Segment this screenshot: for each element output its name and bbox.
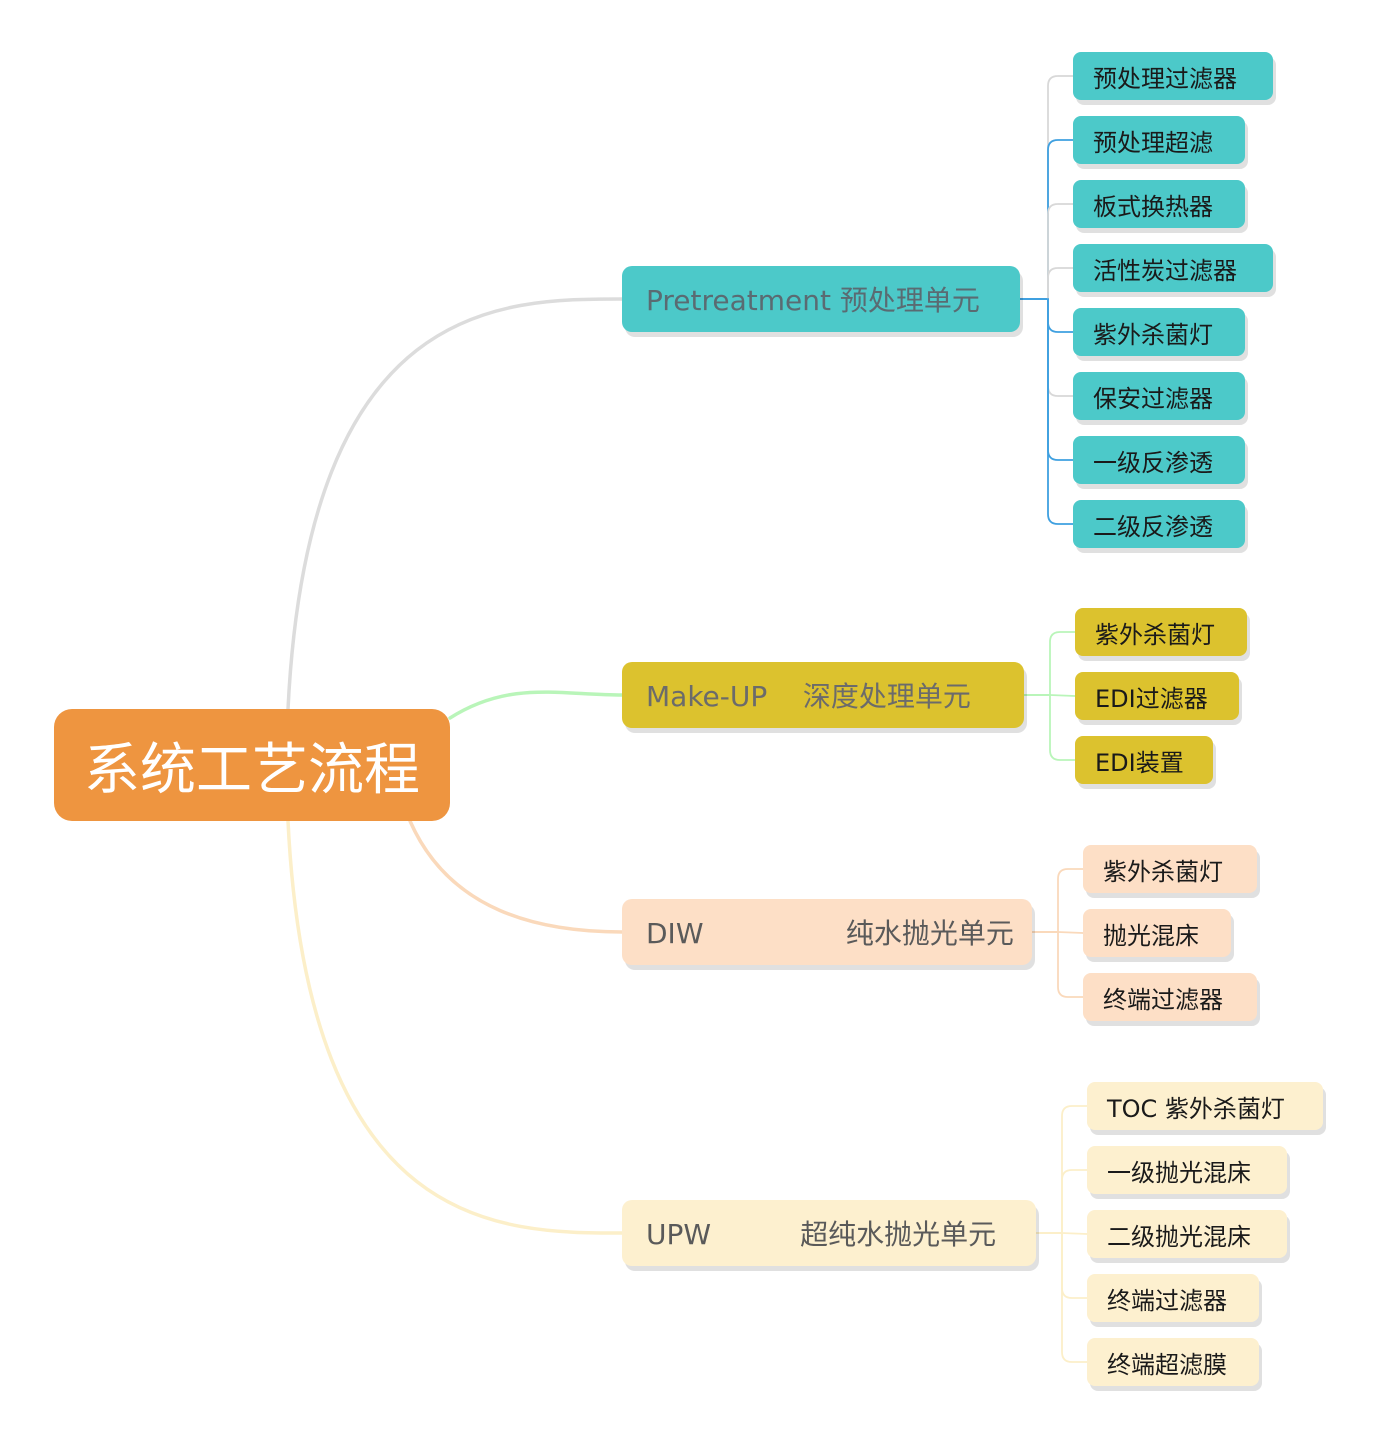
leaf-link-diw-1 xyxy=(1057,868,1084,933)
leaf-link-diw-3 xyxy=(1057,931,1084,998)
leaf-link-upw-2 xyxy=(1061,1169,1088,1234)
branch-node-pretreatment[interactable]: Pretreatment 预处理单元 xyxy=(622,266,1020,332)
leaf-node-upw-4[interactable]: 终端过滤器 xyxy=(1087,1274,1259,1322)
leaf-link-diw-2 xyxy=(1057,931,1084,934)
leaf-link-pretreatment-4 xyxy=(1047,267,1074,300)
leaf-link-pretreatment-3 xyxy=(1047,203,1074,300)
leaf-link-upw-5 xyxy=(1061,1232,1088,1363)
leaf-node-diw-1[interactable]: 紫外杀菌灯 xyxy=(1083,845,1257,893)
root-link-pretreatment xyxy=(286,297,624,711)
leaf-node-upw-2[interactable]: 一级抛光混床 xyxy=(1087,1146,1287,1194)
leaf-link-makeup-3 xyxy=(1049,694,1076,761)
leaf-node-pretreatment-2[interactable]: 预处理超滤 xyxy=(1073,116,1245,164)
branch-node-makeup[interactable]: Make-UP 深度处理单元 xyxy=(622,662,1024,728)
leaf-link-pretreatment-5 xyxy=(1047,298,1074,333)
leaf-node-diw-3[interactable]: 终端过滤器 xyxy=(1083,973,1257,1021)
branch-node-diw[interactable]: DIW 纯水抛光单元 xyxy=(622,899,1032,965)
leaf-node-makeup-3[interactable]: EDI装置 xyxy=(1075,736,1213,784)
leaf-node-upw-1[interactable]: TOC 紫外杀菌灯 xyxy=(1087,1082,1323,1130)
leaf-node-pretreatment-1[interactable]: 预处理过滤器 xyxy=(1073,52,1273,100)
leaf-link-upw-3 xyxy=(1061,1232,1088,1235)
leaf-node-pretreatment-7[interactable]: 一级反渗透 xyxy=(1073,436,1245,484)
leaf-node-pretreatment-3[interactable]: 板式换热器 xyxy=(1073,180,1245,228)
leaf-node-pretreatment-5[interactable]: 紫外杀菌灯 xyxy=(1073,308,1245,356)
leaf-node-diw-2[interactable]: 抛光混床 xyxy=(1083,909,1231,957)
leaf-node-makeup-2[interactable]: EDI过滤器 xyxy=(1075,672,1239,720)
root-link-makeup xyxy=(448,690,624,720)
leaf-link-pretreatment-8 xyxy=(1047,298,1074,525)
leaf-node-makeup-1[interactable]: 紫外杀菌灯 xyxy=(1075,608,1247,656)
branch-node-upw[interactable]: UPW 超纯水抛光单元 xyxy=(622,1200,1036,1266)
leaf-node-pretreatment-6[interactable]: 保安过滤器 xyxy=(1073,372,1245,420)
leaf-link-pretreatment-7 xyxy=(1047,298,1074,461)
leaf-node-pretreatment-4[interactable]: 活性炭过滤器 xyxy=(1073,244,1273,292)
leaf-node-upw-5[interactable]: 终端超滤膜 xyxy=(1087,1338,1259,1386)
root-link-diw xyxy=(408,819,624,934)
leaf-link-pretreatment-1 xyxy=(1047,75,1074,300)
root-node[interactable]: 系统工艺流程 xyxy=(54,709,450,821)
leaf-node-pretreatment-8[interactable]: 二级反渗透 xyxy=(1073,500,1245,548)
leaf-link-pretreatment-6 xyxy=(1047,298,1074,397)
leaf-link-pretreatment-2 xyxy=(1047,139,1074,300)
leaf-link-upw-1 xyxy=(1061,1105,1088,1234)
leaf-link-upw-4 xyxy=(1061,1232,1088,1299)
root-link-upw xyxy=(286,819,624,1235)
leaf-link-makeup-2 xyxy=(1049,694,1076,697)
leaf-node-upw-3[interactable]: 二级抛光混床 xyxy=(1087,1210,1287,1258)
leaf-link-makeup-1 xyxy=(1049,631,1076,696)
